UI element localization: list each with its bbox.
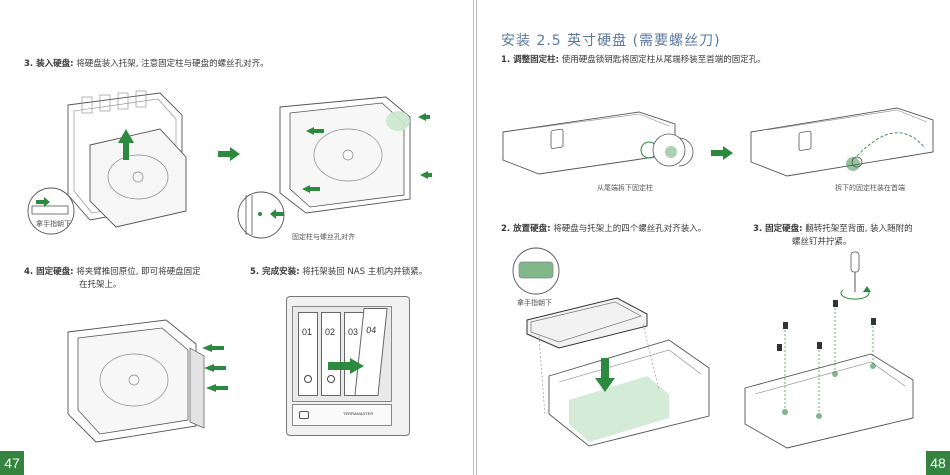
- zoom-finger-circle: [511, 246, 561, 296]
- power-button-icon: [299, 411, 309, 419]
- step2-text: 2. 放置硬盘: 将硬盘与托架上的四个螺丝孔对齐装入。: [501, 223, 706, 236]
- step3-text: 3. 装入硬盘: 将硬盘装入托架, 注意固定柱与硬盘的螺丝孔对齐。: [24, 58, 269, 71]
- page-48: 安装 2.5 英寸硬盘 (需要螺丝刀) 1. 调整固定柱: 使用硬盘锁钥匙将固定…: [476, 0, 950, 475]
- zoom-align-circle: [236, 190, 286, 240]
- page-number-47: 47: [0, 451, 24, 475]
- tray-clamp-illustration: [62, 318, 232, 458]
- nas-bottom-bar: TERRAMASTER: [292, 404, 392, 426]
- caption-remove: 从尾端拆下固定柱: [597, 183, 653, 193]
- nas-bay-2: 02: [321, 312, 341, 396]
- tray-side-remove-illustration: [499, 108, 689, 178]
- bay-lock-icon: [304, 375, 312, 383]
- step4-text-2: 在托架上。: [79, 279, 122, 292]
- bay-lock-icon: [327, 375, 335, 383]
- step5-text: 5. 完成安装: 将托架装回 NAS 主机内并锁紧。: [250, 266, 427, 279]
- section-title: 安装 2.5 英寸硬盘 (需要螺丝刀): [501, 30, 721, 50]
- page-number-48: 48: [926, 451, 950, 475]
- next-arrow-icon: [711, 146, 733, 160]
- nas-bay-1: 01: [298, 312, 318, 396]
- caption-install: 拆下的固定柱装在首端: [835, 183, 905, 193]
- insert-arrow-icon: [328, 358, 364, 374]
- page-47: 3. 装入硬盘: 将硬盘装入托架, 注意固定柱与硬盘的螺丝孔对齐。 拿手指朝下: [0, 0, 474, 475]
- caption-align: 固定柱与螺丝孔对齐: [292, 232, 355, 242]
- drive-25-tray-illustration: [519, 296, 719, 446]
- step1-text: 1. 调整固定柱: 使用硬盘锁钥匙将固定柱从尾端移装至首端的固定孔。: [501, 54, 766, 67]
- tray-aligned-illustration: [270, 95, 430, 225]
- step3r-text: 3. 固定硬盘: 翻转托架至背面, 装入随附的: [753, 223, 913, 236]
- tray-flipped-screws-illustration: [741, 298, 937, 448]
- screwdriver-icon: [837, 252, 877, 300]
- next-arrow-icon: [218, 147, 240, 161]
- step4-text: 4. 固定硬盘: 将夹臂推回原位, 即可将硬盘固定: [24, 266, 201, 279]
- tray-insert-illustration: [60, 85, 190, 235]
- caption-finger-down: 拿手指朝下: [36, 219, 71, 229]
- tray-side-install-illustration: [747, 104, 947, 178]
- step3r-text-2: 螺丝钉并拧紧。: [792, 236, 852, 249]
